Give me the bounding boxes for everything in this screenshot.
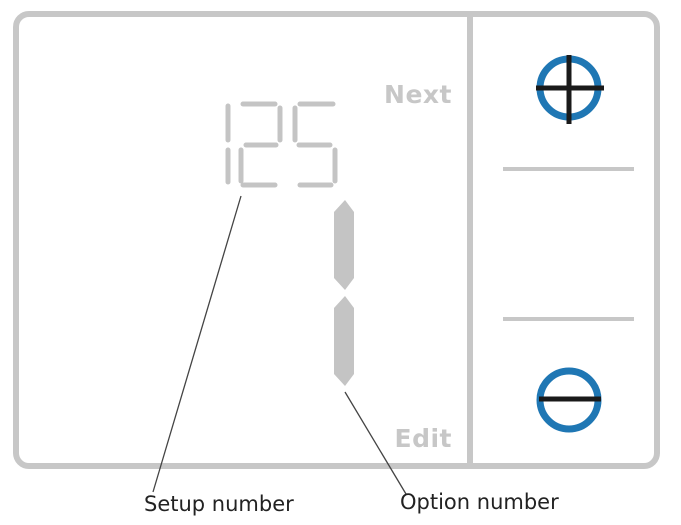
thermostat-display-frame xyxy=(13,11,660,469)
option-number-callout: Option number xyxy=(400,490,559,514)
button-separator-top xyxy=(503,167,634,171)
button-separator-bottom xyxy=(503,317,634,321)
option-digit-upper-segment xyxy=(334,200,354,290)
next-softkey-label[interactable]: Next xyxy=(384,80,452,109)
setup-number-display: 125 xyxy=(225,101,338,188)
option-number-display: 1 xyxy=(334,200,354,386)
increase-button[interactable] xyxy=(536,55,604,124)
setup-number-leader-line xyxy=(152,195,242,493)
decrease-button[interactable] xyxy=(536,367,602,433)
edit-softkey-label[interactable]: Edit xyxy=(394,424,452,453)
panel-divider xyxy=(467,11,473,469)
option-digit-lower-segment xyxy=(334,296,354,386)
setup-number-callout: Setup number xyxy=(144,492,294,516)
option-number-leader-line xyxy=(344,391,407,495)
